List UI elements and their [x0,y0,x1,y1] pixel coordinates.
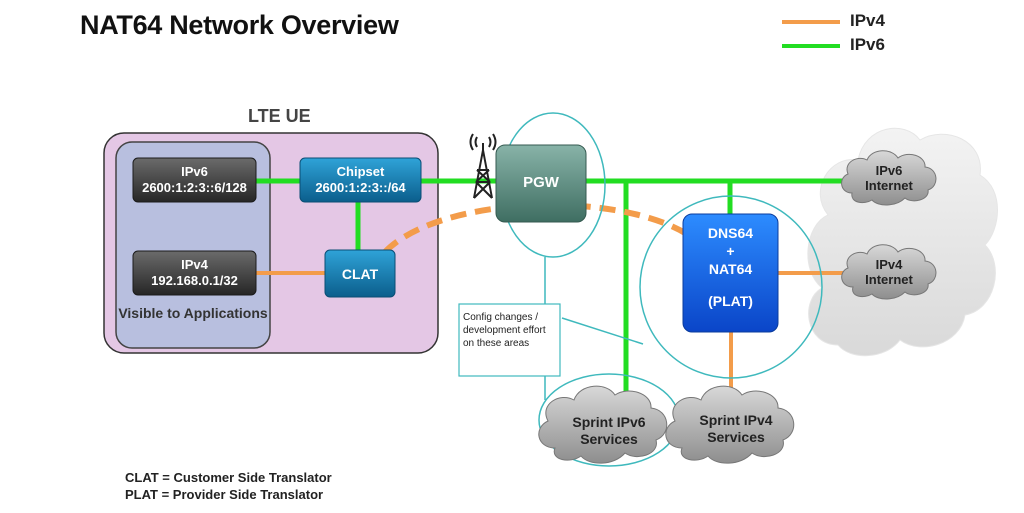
ipv6-app-label: IPv6 2600:1:2:3::6/128 [133,164,256,196]
callout-leader-plat [561,317,644,345]
legend-ipv4-label: IPv4 [850,11,885,30]
ipv6-app-node [132,157,257,203]
sprint-ipv4-label: Sprint IPv4 Services [677,412,795,446]
callout-plat [639,195,823,379]
ipv4-internet-line2: Internet [865,272,913,287]
plat-line2: + [726,243,735,259]
plat-line3: NAT64 [708,261,753,277]
plat-line1: DNS64 [707,225,754,241]
note-box [458,303,561,377]
ipv6-internet-label: IPv6 Internet [848,163,930,193]
chipset-label: Chipset 2600:1:2:3::/64 [300,164,421,196]
pgw-label: PGW [523,174,559,191]
cell-tower-icon [469,133,497,199]
sprint-ipv4-cloud [665,385,795,464]
ipv4-internet-label: IPv4 Internet [848,257,930,287]
plat-label: DNS64 + NAT64 (PLAT) [683,224,778,310]
chipset-line2: 2600:1:2:3::/64 [315,180,406,195]
sprint-ipv4-line2: Services [707,429,765,445]
ipv4-app-node [132,250,257,296]
clat-node [324,249,396,298]
clat-label: CLAT [341,266,379,282]
ipv4-app-label: IPv4 192.168.0.1/32 [133,257,256,289]
sprint-ipv6-line1: Sprint IPv6 [572,414,646,430]
sprint-ipv6-label: Sprint IPv6 Services [550,414,668,448]
sprint-ipv6-line2: Services [580,431,638,447]
ipv6-internet-line2: Internet [865,178,913,193]
chipset-node [299,157,422,203]
legend-ipv6-swatch [782,44,840,48]
config-note: Config changes / development effort on t… [463,312,546,349]
chipset-line1: Chipset [336,164,385,179]
ipv4-internet-cloud [841,244,937,300]
ipv6-app-line1: IPv6 [181,164,208,179]
ipv6-app-line2: 2600:1:2:3::6/128 [142,180,247,195]
footer-plat-definition: PLAT = Provider Side Translator [125,487,324,502]
pgw-node [495,144,587,223]
sprint-ipv6-cloud [538,385,668,464]
plat-node [682,213,779,333]
ipv4-internet-line1: IPv4 [875,257,903,272]
ipv4-app-line2: 192.168.0.1/32 [151,273,238,288]
ipv6-internet-cloud [841,150,937,206]
legend-ipv6-label: IPv6 [850,35,885,54]
visible-to-apps-label: Visible to Applications [118,305,268,321]
lte-ue-title: LTE UE [248,106,311,126]
page-title: NAT64 Network Overview [80,10,399,40]
plat-line4: (PLAT) [708,293,753,309]
legend-ipv4-swatch [782,20,840,24]
footer-clat-definition: CLAT = Customer Side Translator [125,470,332,485]
sprint-ipv4-line1: Sprint IPv4 [699,412,773,428]
ipv6-internet-line1: IPv6 [875,163,903,178]
ipv4-app-line1: IPv4 [181,257,208,272]
